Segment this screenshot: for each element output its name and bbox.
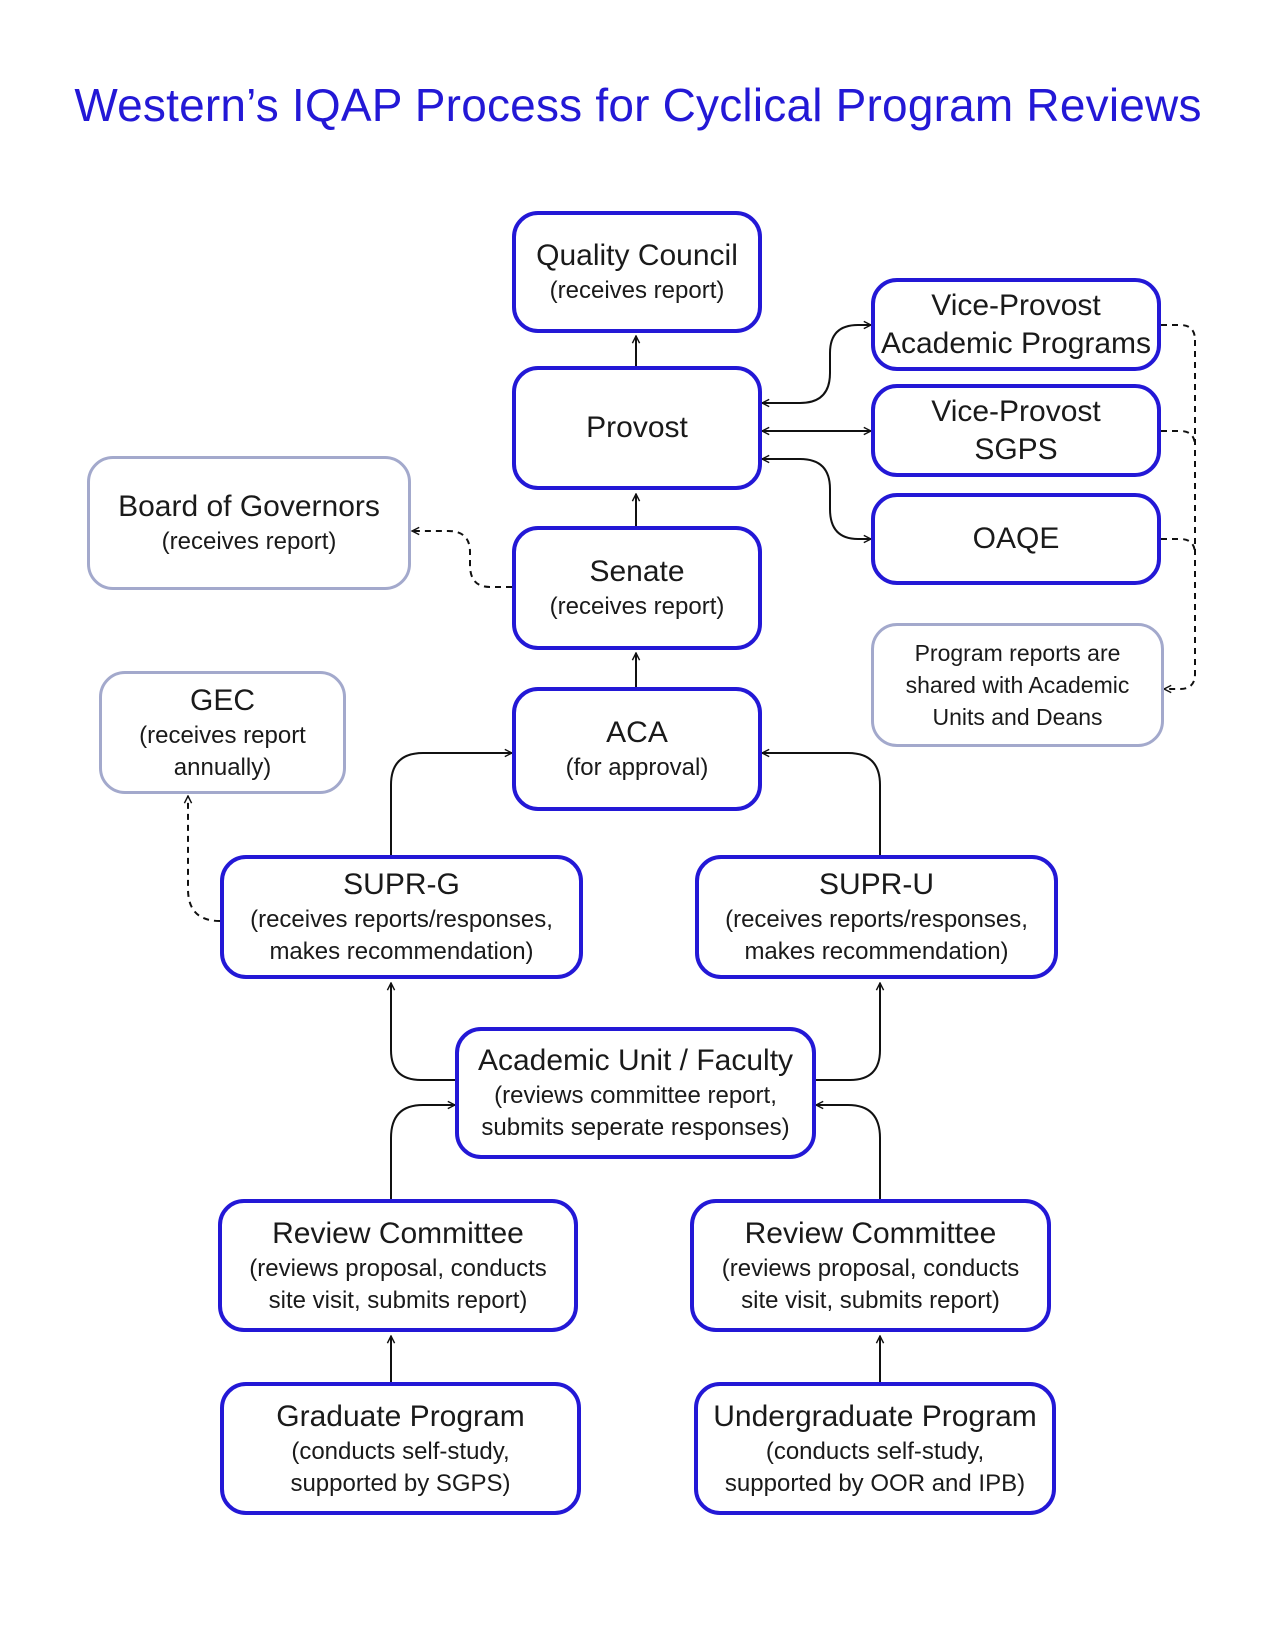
undergraduate-program-node: Undergraduate Program (conducts self-stu… bbox=[694, 1382, 1056, 1515]
aca-node: ACA (for approval) bbox=[512, 687, 762, 811]
program-reports-line2: shared with Academic bbox=[905, 672, 1130, 698]
arrow-unit-to-supr-g bbox=[391, 983, 455, 1081]
undergrad-program-title: Undergraduate Program bbox=[713, 1399, 1037, 1433]
board-subtitle: (receives report) bbox=[161, 528, 337, 555]
undergrad-program-line3: supported by OOR and IPB) bbox=[724, 1469, 1026, 1497]
supr-g-title: SUPR-G bbox=[343, 868, 460, 901]
supr-u-title: SUPR-U bbox=[818, 868, 934, 901]
review-u-title: Review Committee bbox=[744, 1216, 997, 1250]
arrow-provost-oaqe bbox=[762, 459, 871, 539]
quality-council-title: Quality Council bbox=[536, 239, 738, 272]
senate-subtitle: (receives report) bbox=[549, 593, 725, 620]
review-g-title: Review Committee bbox=[272, 1216, 524, 1250]
dashed-to-program-reports bbox=[1164, 340, 1196, 689]
vp-academic-line2: Academic Programs bbox=[880, 326, 1152, 360]
gec-node: GEC (receives report annually) bbox=[99, 671, 346, 794]
review-u-line2: (reviews proposal, conducts bbox=[721, 1254, 1020, 1282]
vp-sgps-node: Vice-Provost SGPS bbox=[871, 384, 1161, 477]
arrow-provost-vp-academic bbox=[762, 325, 871, 403]
provost-title: Provost bbox=[586, 411, 688, 444]
program-reports-note-node: Program reports are shared with Academic… bbox=[871, 623, 1164, 747]
dashed-vp-academic-bracket bbox=[1161, 324, 1196, 341]
diagram-title: Western’s IQAP Process for Cyclical Prog… bbox=[74, 79, 1202, 131]
academic-unit-faculty-node: Academic Unit / Faculty (reviews committ… bbox=[455, 1027, 816, 1159]
quality-council-subtitle: (receives report) bbox=[549, 277, 725, 304]
review-g-line3: site visit, submits report) bbox=[268, 1286, 528, 1314]
grad-program-line3: supported by SGPS) bbox=[290, 1469, 511, 1497]
review-committee-undergraduate-node: Review Committee (reviews proposal, cond… bbox=[690, 1199, 1051, 1332]
oaqe-title: OAQE bbox=[972, 522, 1060, 555]
arrow-review-u-to-unit bbox=[816, 1105, 881, 1199]
gec-line2: (receives report bbox=[139, 721, 306, 749]
arrow-unit-to-supr-u bbox=[816, 983, 880, 1081]
vp-academic-programs-node: Vice-Provost Academic Programs bbox=[871, 278, 1161, 371]
supr-g-line3: makes recommendation) bbox=[269, 938, 534, 965]
senate-title: Senate bbox=[589, 555, 685, 588]
board-of-governors-node: Board of Governors (receives report) bbox=[87, 456, 411, 590]
aca-title: ACA bbox=[606, 716, 668, 749]
quality-council-node: Quality Council (receives report) bbox=[512, 211, 762, 333]
program-reports-line3: Units and Deans bbox=[932, 704, 1103, 730]
gec-title: GEC bbox=[189, 683, 255, 717]
supr-u-node: SUPR-U (receives reports/responses, make… bbox=[695, 855, 1058, 979]
dashed-oaqe-bracket bbox=[1161, 538, 1196, 555]
arrow-supr-u-to-aca bbox=[762, 753, 881, 855]
program-reports-line1: Program reports are bbox=[914, 640, 1121, 666]
review-u-line3: site visit, submits report) bbox=[741, 1286, 1000, 1314]
supr-u-line2: (receives reports/responses, bbox=[725, 906, 1028, 933]
graduate-program-node: Graduate Program (conducts self-study, s… bbox=[220, 1382, 581, 1515]
vp-sgps-line2: SGPS bbox=[974, 432, 1058, 466]
supr-g-line2: (receives reports/responses, bbox=[250, 906, 553, 933]
dashed-vp-sgps-bracket bbox=[1161, 430, 1196, 447]
undergrad-program-line2: (conducts self-study, bbox=[765, 1437, 985, 1465]
grad-program-title: Graduate Program bbox=[276, 1399, 525, 1433]
vp-academic-line1: Vice-Provost bbox=[931, 288, 1101, 322]
academic-unit-line3: submits seperate responses) bbox=[481, 1114, 790, 1141]
grad-program-line2: (conducts self-study, bbox=[291, 1437, 510, 1465]
review-committee-graduate-node: Review Committee (reviews proposal, cond… bbox=[218, 1199, 578, 1332]
board-title: Board of Governors bbox=[118, 490, 380, 523]
arrow-review-g-to-unit bbox=[390, 1105, 455, 1199]
supr-g-node: SUPR-G (receives reports/responses, make… bbox=[220, 855, 583, 979]
supr-u-line3: makes recommendation) bbox=[744, 938, 1009, 965]
academic-unit-line2: (reviews committee report, bbox=[494, 1082, 777, 1109]
senate-node: Senate (receives report) bbox=[512, 526, 762, 650]
academic-unit-title: Academic Unit / Faculty bbox=[477, 1044, 794, 1077]
vp-sgps-line1: Vice-Provost bbox=[931, 394, 1101, 428]
oaqe-node: OAQE bbox=[871, 493, 1161, 585]
provost-node: Provost bbox=[512, 366, 762, 490]
gec-line3: annually) bbox=[173, 753, 272, 781]
dashed-supr-g-to-gec bbox=[188, 796, 221, 922]
arrow-supr-g-to-aca bbox=[390, 753, 512, 855]
review-g-line2: (reviews proposal, conducts bbox=[249, 1254, 547, 1282]
aca-subtitle: (for approval) bbox=[565, 754, 709, 781]
dashed-senate-to-board bbox=[412, 531, 512, 588]
